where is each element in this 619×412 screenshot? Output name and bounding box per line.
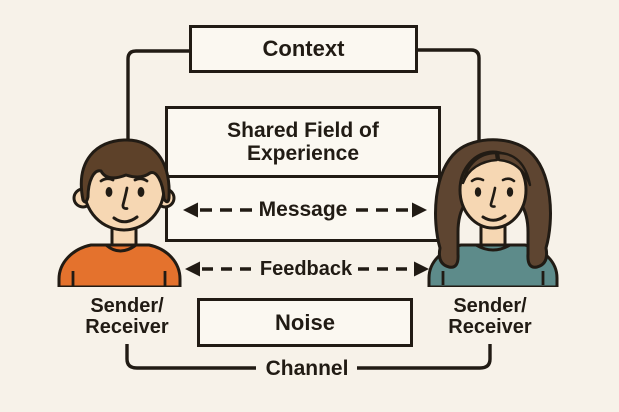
woman-fringe-right <box>496 151 532 187</box>
man-eye-left <box>105 187 113 197</box>
woman-collar <box>475 243 511 252</box>
woman-nose <box>489 186 497 208</box>
man-figure <box>57 138 182 287</box>
noise-label: Noise <box>275 309 335 335</box>
woman-eyebrow-left <box>470 177 485 183</box>
sender-receiver-left-line1: Sender/ <box>90 295 164 317</box>
channel-bracket-right <box>357 344 492 370</box>
man-collar <box>105 243 137 253</box>
sender-receiver-left-line2: Receiver <box>85 316 169 338</box>
shared-field-section: Shared Field of Experience <box>168 109 438 178</box>
woman-fringe-left <box>461 151 499 185</box>
man-nose <box>121 186 129 210</box>
sender-receiver-right-line1: Sender/ <box>453 295 527 317</box>
feedback-label: Feedback <box>259 258 353 280</box>
shared-field-label-line2: Experience <box>246 142 360 165</box>
man-eyebrow-left <box>99 177 115 183</box>
sender-receiver-label-left: Sender/ Receiver <box>72 296 182 338</box>
channel-label: Channel <box>265 357 349 380</box>
noise-box: Noise <box>197 298 413 347</box>
sender-receiver-right-line2: Receiver <box>448 316 532 338</box>
shared-field-box: Shared Field of Experience <box>165 106 441 242</box>
context-label: Context <box>262 36 345 61</box>
shared-field-label-line1: Shared Field of <box>227 119 379 142</box>
woman-eye-left <box>474 187 482 197</box>
woman-mouth <box>481 214 507 222</box>
man-eye-right <box>137 187 145 197</box>
sender-receiver-left-figure <box>57 138 182 287</box>
man-mouth <box>112 215 139 224</box>
message-label: Message <box>258 198 348 221</box>
context-box: Context <box>189 25 418 73</box>
woman-eye-right <box>506 187 514 197</box>
woman-eyebrow-right <box>501 177 516 183</box>
feedback-arrow-right <box>358 261 429 277</box>
channel-bracket-left <box>125 344 256 370</box>
woman-figure <box>427 138 559 287</box>
man-shirt <box>57 243 182 287</box>
sender-receiver-right-figure <box>427 138 559 287</box>
woman-shirt <box>427 243 559 287</box>
sender-receiver-label-right: Sender/ Receiver <box>435 296 545 338</box>
man-eyebrow-right <box>133 177 149 183</box>
